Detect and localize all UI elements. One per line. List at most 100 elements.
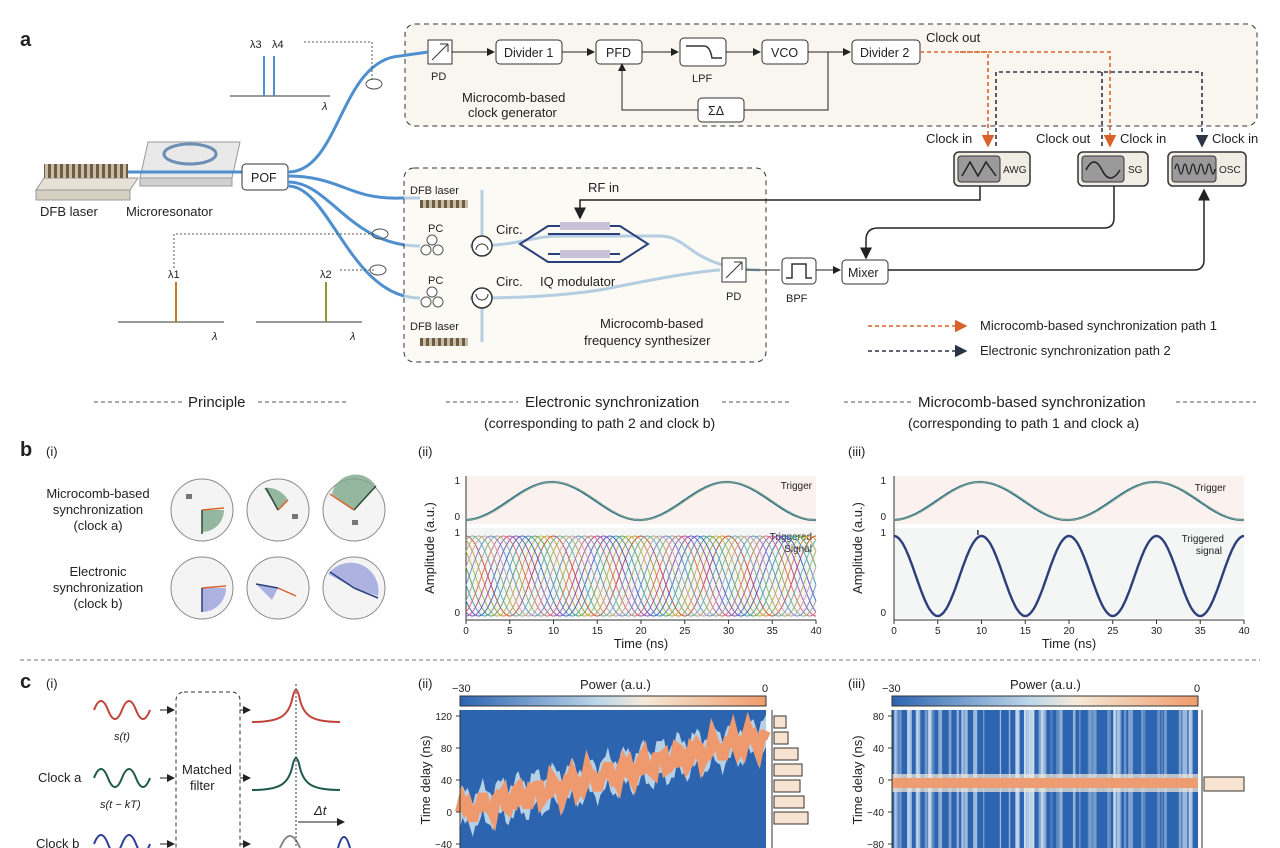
c2-colorbar (459, 695, 767, 707)
triggered-signal-series-line (465, 535, 817, 617)
y-tick-label: 40 (873, 744, 885, 755)
phasor-b1 (170, 556, 234, 620)
rf-in-label: RF in (588, 180, 619, 195)
b2-trigger-label: Trigger (781, 481, 813, 492)
svg-text:λ1: λ1 (168, 269, 180, 281)
pfd-label: PFD (606, 46, 631, 60)
x-tick-label: 25 (679, 626, 691, 637)
x-tick-label: 5 (507, 626, 513, 637)
mixer-label: Mixer (848, 266, 879, 280)
x-tick-label: 0 (891, 626, 897, 637)
panel-c-sub-ii: (ii) (418, 676, 432, 691)
c2-band-core (455, 711, 771, 832)
filtered-clock-b-ref (279, 835, 301, 848)
plot-b-iii: 1 0 1 0 Trigger Triggered signal Time (n… (850, 476, 1250, 651)
divider1-label: Divider 1 (504, 46, 553, 60)
x-tick-label: 30 (1151, 626, 1163, 637)
c2-hist-bar (773, 715, 787, 729)
y-tick-label: −40 (435, 840, 452, 848)
svg-text:(clock b): (clock b) (73, 596, 122, 611)
triggered-signal-series-line (465, 535, 817, 617)
panel-c-letter: c (20, 671, 31, 693)
mixer-box (841, 259, 889, 285)
svg-text:Circ.: Circ. (496, 222, 523, 237)
spectrum-lambda2: λ2 λ (256, 264, 387, 343)
filtered-clock-b-peak (337, 836, 351, 848)
svg-text:DFB laser: DFB laser (40, 204, 98, 219)
svg-text:Microcomb-based: Microcomb-based (46, 486, 149, 501)
triggered-signal-series-line (465, 535, 817, 617)
plot-b-ii: 1 0 1 0 Trigger Triggered Signal Time (n… (422, 476, 822, 651)
b2-xlabel: Time (ns) (614, 636, 668, 651)
clock-a-wave (93, 768, 151, 788)
svg-text:λ4: λ4 (272, 39, 284, 51)
header-principle: Principle (188, 394, 246, 411)
c2-hist-bar (773, 731, 789, 745)
clock-in-sg: Clock in (1120, 131, 1166, 146)
c3-colorbar (891, 695, 1199, 707)
b2-triggered-label-1: Triggered (770, 532, 812, 543)
panel-b-sub-i: (i) (46, 444, 58, 459)
pd-bottom: PD (721, 257, 747, 303)
panel-c-sub-i: (i) (46, 676, 58, 691)
delta-t-label: Δt (313, 803, 328, 818)
header-microcomb-sub: (corresponding to path 1 and clock a) (908, 415, 1139, 431)
y-tick-label: −80 (867, 840, 884, 848)
clock-in-awg: Clock in (926, 131, 972, 146)
phasor-b3 (322, 556, 386, 620)
svg-text:Electronic: Electronic (69, 564, 127, 579)
vco-label: VCO (771, 46, 798, 60)
pof-label: POF (251, 171, 277, 185)
svg-text:Microresonator: Microresonator (126, 204, 213, 219)
heatmap-c-ii: −30 0 Power (a.u.) Time delay (ns) 12080… (418, 677, 809, 848)
signal-s-wave (93, 700, 151, 720)
svg-text:PD: PD (431, 71, 446, 83)
svg-text:λ: λ (321, 101, 327, 113)
iq-modulator: IQ modulator (518, 222, 650, 289)
panel-c-sub-iii: (iii) (848, 676, 865, 691)
x-tick-label: 30 (723, 626, 735, 637)
svg-text:λ: λ (349, 331, 355, 343)
c2-cbar-label: Power (a.u.) (580, 677, 651, 692)
s-t-kt-label: s(t − kT) (100, 799, 141, 811)
lpf-label: LPF (692, 73, 712, 85)
dfb-laser-main: DFB laser (35, 164, 139, 219)
panel-a-letter: a (20, 29, 32, 51)
triggered-signal-series-line (465, 535, 817, 617)
header-microcomb: Microcomb-based synchronization (918, 394, 1146, 411)
row2-label: Electronic synchronization (clock b) (53, 564, 143, 611)
legend: Microcomb-based synchronization path 1 E… (868, 318, 1217, 358)
svg-text:PD: PD (726, 291, 741, 303)
y-tick-label: 40 (441, 776, 453, 787)
circulator-2: Circ. (471, 274, 523, 309)
x-tick-label: 10 (548, 626, 560, 637)
c2-hist-bar (773, 779, 801, 793)
y-tick-label: 0 (878, 776, 884, 787)
heatmap-c-iii: −30 0 Power (a.u.) Time delay (ns) 80400… (850, 677, 1245, 848)
b2-trigger-ytick-0: 0 (454, 512, 460, 523)
svg-text:Circ.: Circ. (496, 274, 523, 289)
triggered-signal-series-line (465, 535, 817, 617)
lpf-box (679, 37, 727, 67)
svg-text:IQ modulator: IQ modulator (540, 274, 616, 289)
signal-marker (977, 530, 979, 535)
path1-to-sg (960, 51, 1117, 148)
triggered-signal-series-line (465, 535, 817, 617)
y-tick-label: −40 (867, 808, 884, 819)
clock-out-top: Clock out (926, 30, 981, 45)
divider2-label: Divider 2 (860, 46, 909, 60)
phasor-a2 (246, 478, 310, 542)
osc-instrument: OSC (1167, 151, 1247, 187)
panel-b-sub-iii: (iii) (848, 444, 865, 459)
x-tick-label: 20 (1063, 626, 1075, 637)
b3-triggered-label-2: signal (1196, 546, 1222, 557)
svg-text:OSC: OSC (1219, 165, 1241, 176)
c2-hist-bar (773, 795, 805, 809)
triggered-signal-series-line (465, 535, 817, 617)
b2-ylabel: Amplitude (a.u.) (422, 502, 437, 594)
header-electronic: Electronic synchronization (525, 394, 699, 411)
path2-to-osc (995, 71, 1209, 148)
x-tick-label: 20 (635, 626, 647, 637)
b2-trigger-ytick-1: 1 (454, 476, 460, 487)
b2-signal-ytick-0: 0 (454, 608, 460, 619)
